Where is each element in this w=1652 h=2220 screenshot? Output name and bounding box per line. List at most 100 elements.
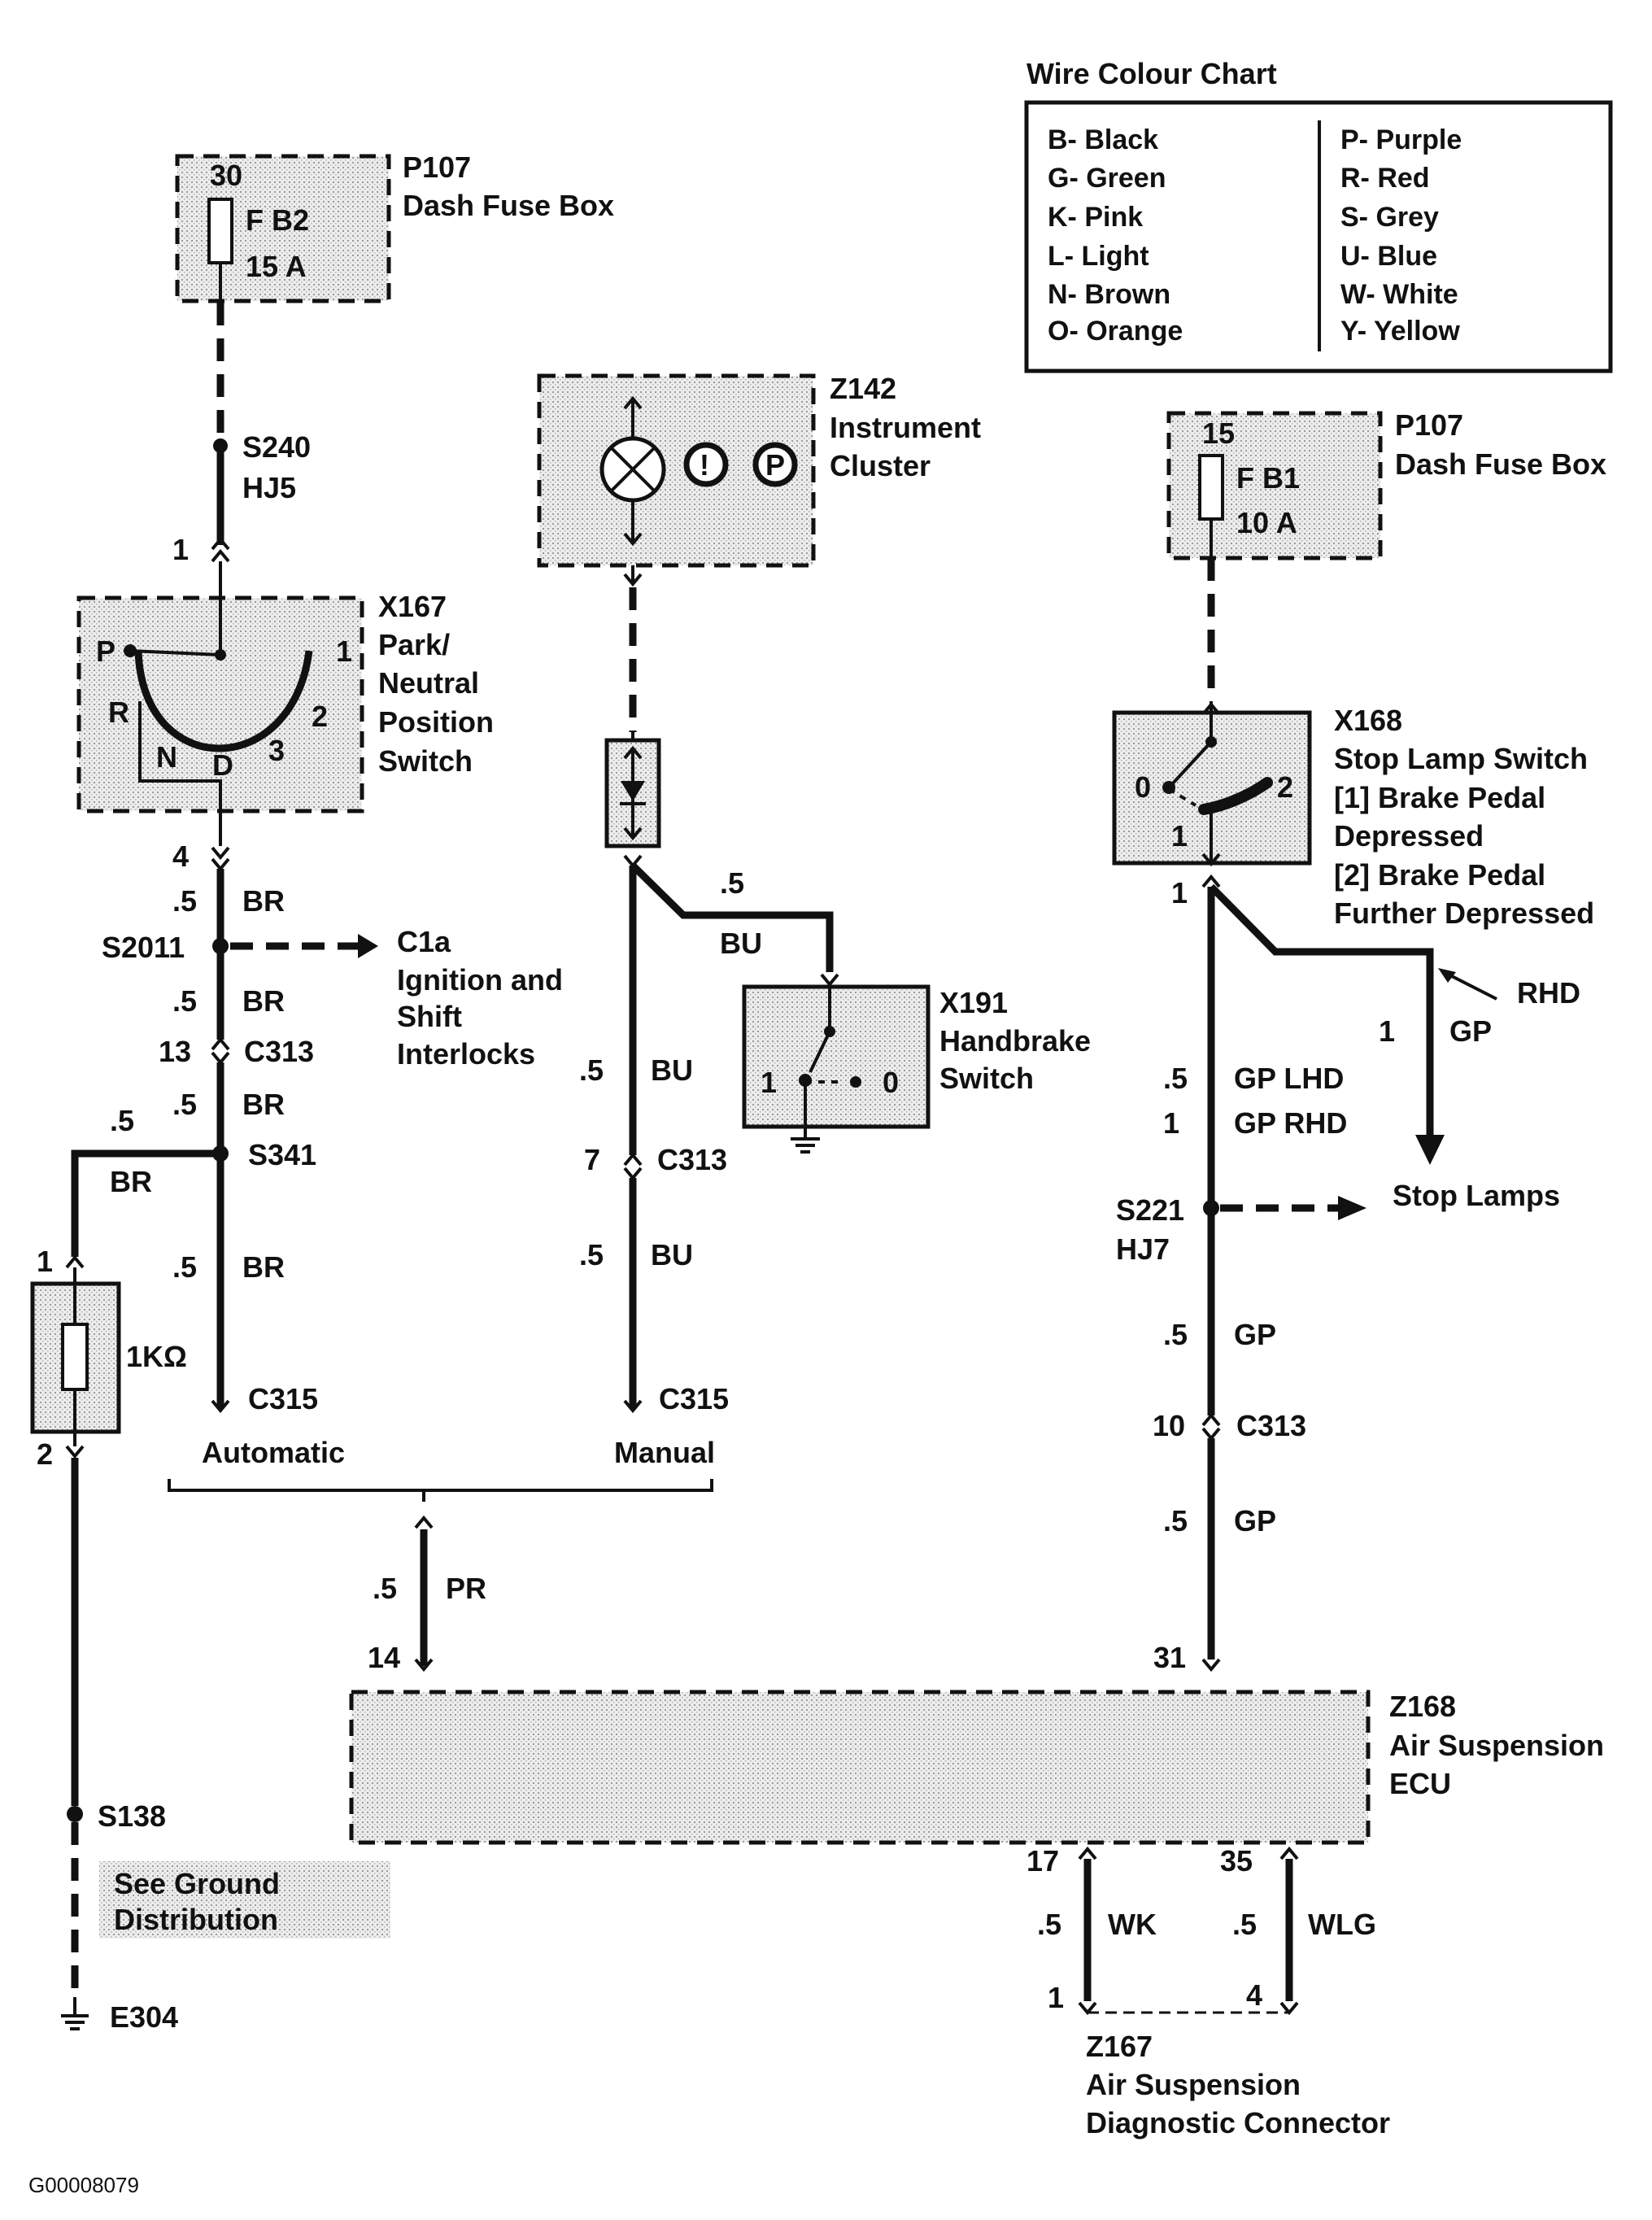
x168-pos-2: 2 [1277,770,1293,804]
x191-l2: Switch [939,1062,1034,1095]
pin-35-ecu: 35 [1220,1844,1253,1878]
x168-pos-1: 1 [1171,819,1188,853]
x167-l1: Park/ [378,628,450,661]
pos-d: D [212,748,233,782]
x167-l2: Neutral [378,666,479,700]
c1a-l2: Shift [397,1000,462,1033]
air-suspension-diagnostic-connector: Z167 Air Suspension Diagnostic Connector [1086,2030,1390,2139]
wire-size-2: .5 [172,984,197,1018]
pin-13-c313: 13 [159,1035,191,1068]
label-rhd: RHD [1517,976,1580,1010]
connector-c313-3: C313 [1236,1409,1306,1442]
wire-colour-chart: Wire Colour Chart B- Black G- Green K- P… [1024,57,1613,373]
fuse-name: F B2 [246,203,309,237]
z168-id: Z168 [1389,1690,1456,1723]
wire-color-bu-1: BU [720,927,762,960]
wire-color-wlg: WLG [1308,1908,1376,1941]
legend-p: P- Purple [1340,124,1462,155]
wire-size-pr: .5 [373,1572,397,1605]
ground-e304: E304 [110,2000,178,2034]
label-stop-lamps: Stop Lamps [1393,1179,1560,1212]
wire-size-bu-1: .5 [720,866,744,900]
legend-n: N- Brown [1048,279,1170,310]
z142-l1: Instrument [830,411,981,444]
z167-l2: Diagnostic Connector [1086,2106,1390,2139]
fuse-rating-2: 10 A [1236,506,1297,539]
splice-s221: S221 [1116,1193,1184,1227]
pin-31-ecu: 31 [1153,1641,1186,1674]
pos-1: 1 [336,635,352,668]
wire-size-wk: .5 [1037,1908,1061,1941]
x168-l2: [1] Brake Pedal [1334,781,1545,814]
x168-l5: Further Depressed [1334,896,1594,930]
fuse-terminal: 30 [210,159,242,192]
pin-1-resistor: 1 [37,1245,53,1278]
indicator-park-icon: P [765,448,785,482]
wire-size-gp-1: .5 [1163,1318,1188,1351]
fuse-box-id-2: P107 [1395,408,1463,442]
x168-l3: Depressed [1334,819,1484,853]
splice-s341: S341 [248,1138,316,1171]
wire-size-bu-3: .5 [579,1238,604,1271]
x167-l3: Position [378,705,494,739]
wire-size-1: .5 [172,884,197,918]
pos-r: R [108,696,129,729]
pin-14-ecu: 14 [368,1641,400,1674]
wire-size-wlg: .5 [1232,1908,1257,1941]
wire-color-br-2: BR [242,984,285,1018]
z142-id: Z142 [830,372,896,405]
x167-id: X167 [378,590,447,623]
splice-hj5: HJ5 [242,471,296,504]
connector-c313-1: C313 [244,1035,314,1068]
wire-color-pr: PR [446,1572,486,1605]
splice-hj7: HJ7 [1116,1232,1170,1266]
z167-id: Z167 [1086,2030,1153,2063]
wire-color-gp-rhd-2: GP RHD [1234,1106,1347,1140]
legend-o: O- Orange [1048,316,1183,347]
indicator-warning-icon: ! [700,448,709,482]
pin-4-z167: 4 [1246,1978,1262,2012]
c1a-l1: Ignition and [397,963,563,997]
fuse-box-name-2: Dash Fuse Box [1395,447,1606,481]
z168-l1: Air Suspension [1389,1729,1604,1762]
resistor-1k: 1KΩ [30,1281,187,1434]
wire-size-3: .5 [172,1088,197,1121]
pin-4-x167: 4 [172,840,189,873]
fuse-box-p107-fb1: 15 F B1 10 A P107 Dash Fuse Box [1166,408,1606,560]
ground-note-l2: Distribution [114,1903,278,1936]
x167-l4: Switch [378,744,473,778]
wire-color-wk: WK [1108,1908,1157,1941]
wire-size-5: .5 [172,1250,197,1284]
c1a-l3: Interlocks [397,1037,535,1071]
diode-unit [604,738,661,848]
wire-color-br-1: BR [242,884,285,918]
fuse-rating: 15 A [246,250,307,283]
stop-lamp-switch: 0 2 1 X168 Stop Lamp Switch [1] Brake Pe… [1112,704,1594,930]
legend-w: W- White [1340,279,1458,310]
pos-3: 3 [268,734,285,767]
wire-size-gp-lhd-label: .5 [1163,1062,1188,1095]
fuse-name-2: F B1 [1236,461,1300,495]
pos-n: N [156,740,177,774]
connector-c315-1: C315 [248,1382,318,1415]
splice-s2011: S2011 [102,931,185,964]
fuse-terminal-2: 15 [1202,417,1235,450]
wire-color-bu-2: BU [651,1053,693,1087]
fuse-box-name: Dash Fuse Box [403,189,614,222]
wire-color-br-4: BR [110,1165,152,1198]
wire-color-br-5: BR [242,1250,285,1284]
wire-size-4: .5 [110,1104,134,1137]
legend-y: Y- Yellow [1340,316,1460,347]
z168-l2: ECU [1389,1767,1451,1800]
air-suspension-ecu: Z168 Air Suspension ECU [349,1690,1604,1845]
legend-u: U- Blue [1340,241,1437,272]
x191-l1: Handbrake [939,1024,1091,1058]
x168-l4: [2] Brake Pedal [1334,858,1545,892]
x191-pos-0: 0 [883,1066,899,1099]
connector-c313-2: C313 [657,1143,727,1176]
wire-size-gp-rhd-label: 1 [1163,1106,1179,1140]
splice-s240: S240 [242,430,311,464]
wire-color-bu-3: BU [651,1238,693,1271]
ground-distribution-note: See Ground Distribution [99,1861,390,1939]
